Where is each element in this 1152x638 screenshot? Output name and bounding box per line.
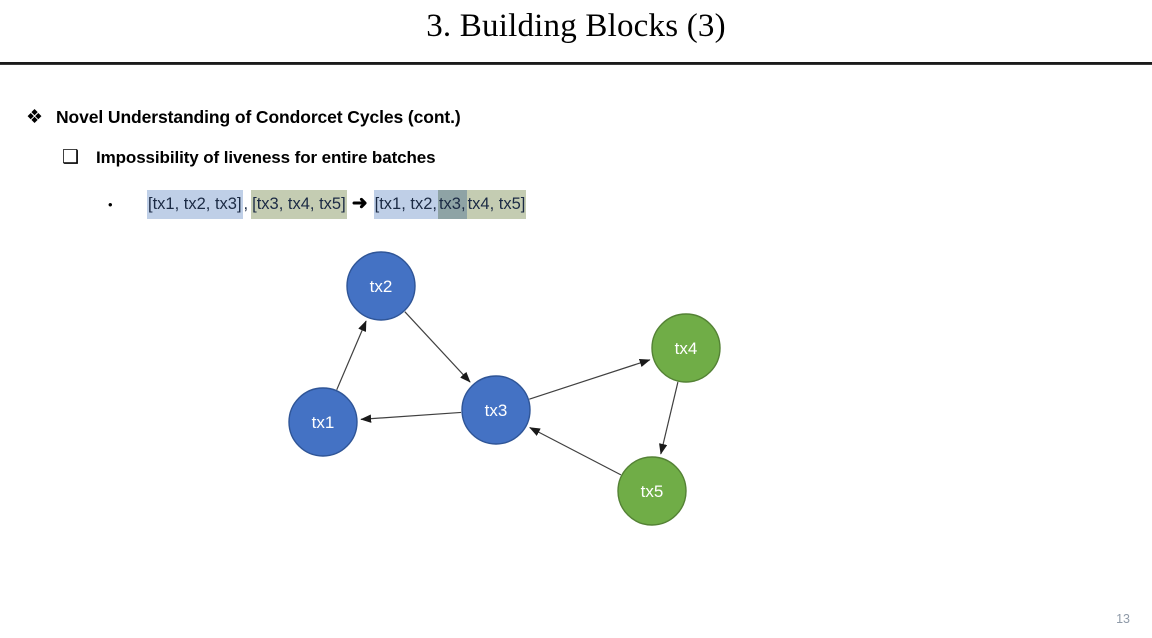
bullet-level-3: • [tx1, tx2, tx3], [tx3, tx4, tx5]➜[tx1,… [108, 190, 527, 219]
bullet-level-1: ❖ Novel Understanding of Condorcet Cycle… [26, 106, 461, 129]
right-arrow-icon: ➜ [351, 193, 368, 214]
sequence-segment-0: [tx1, tx2, tx3] [147, 190, 243, 219]
graph-edge-tx2-to-tx3 [404, 311, 471, 383]
page-title: 3. Building Blocks (3) [426, 8, 726, 44]
graph-node-tx1[interactable]: tx1 [288, 387, 358, 457]
sequence-segment-1: , [243, 195, 249, 213]
diamond-bullet-icon: ❖ [26, 107, 44, 128]
node-circle-tx4 [651, 313, 721, 383]
node-circle-tx5 [617, 456, 687, 526]
graph-nodes: tx1 tx2 tx3 tx4 tx5 [288, 251, 721, 526]
sequence-segment-5: [tx1, tx2, [373, 190, 438, 219]
graph-edge-tx5-to-tx3 [529, 426, 622, 476]
sequence-segment-6: tx3, [437, 190, 467, 219]
node-label-tx1: tx1 [312, 413, 335, 432]
sequence-segment-7: tx4, tx5] [466, 190, 527, 219]
graph-canvas: tx1 tx2 tx3 tx4 tx5 [288, 251, 721, 526]
bullet-level-2: ❑ Impossibility of liveness for entire b… [62, 147, 436, 169]
dot-bullet-icon: • [108, 196, 113, 212]
batch-sequence-text: [tx1, tx2, tx3], [tx3, tx4, tx5]➜[tx1, t… [147, 190, 527, 219]
square-bullet-icon: ❑ [62, 147, 80, 168]
graph-edge-tx1-to-tx2 [336, 320, 367, 391]
title-divider [0, 62, 1152, 65]
graph-edge-tx4-to-tx5 [659, 381, 679, 455]
node-circle-tx1 [288, 387, 358, 457]
graph-node-tx3[interactable]: tx3 [461, 375, 531, 445]
node-circle-tx3 [461, 375, 531, 445]
bullet-level-1-label: Novel Understanding of Condorcet Cycles … [56, 107, 461, 127]
graph-node-tx4[interactable]: tx4 [651, 313, 721, 383]
graph-node-tx2[interactable]: tx2 [346, 251, 416, 321]
page-number: 13 [1116, 612, 1130, 626]
condorcet-cycle-graph: tx1 tx2 tx3 tx4 tx5 [260, 235, 760, 545]
node-label-tx5: tx5 [641, 482, 664, 501]
node-label-tx3: tx3 [485, 401, 508, 420]
graph-node-tx5[interactable]: tx5 [617, 456, 687, 526]
graph-edge-tx3-to-tx4 [529, 358, 651, 400]
node-circle-tx2 [346, 251, 416, 321]
node-label-tx4: tx4 [675, 339, 698, 358]
bullet-level-2-label: Impossibility of liveness for entire bat… [96, 148, 436, 167]
graph-edge-tx3-to-tx1 [360, 411, 462, 423]
node-label-tx2: tx2 [370, 277, 393, 296]
sequence-segment-3: [tx3, tx4, tx5] [251, 190, 347, 219]
graph-edges [336, 311, 679, 476]
